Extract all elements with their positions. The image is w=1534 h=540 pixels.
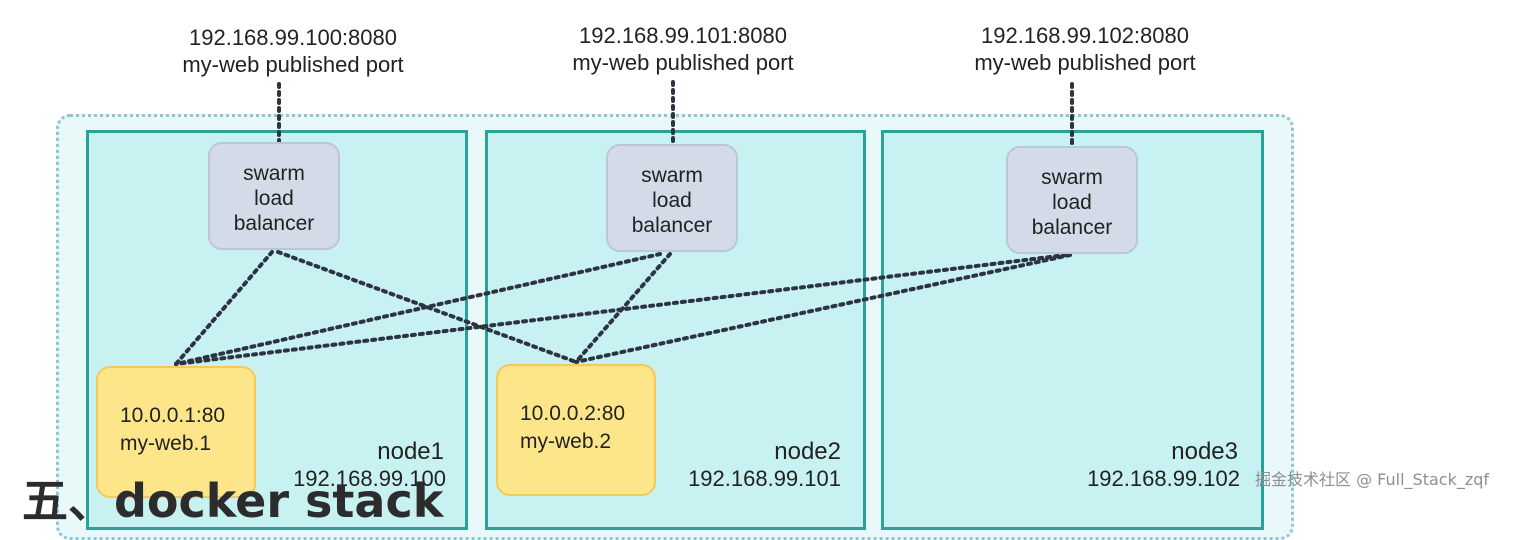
load-balancer-2: swarm load balancer (606, 144, 738, 252)
lb-line2: load (254, 187, 294, 210)
container-name: my-web.2 (520, 430, 612, 453)
connection-lines (174, 80, 1074, 366)
published-port-address: 192.168.99.102:8080 (981, 23, 1189, 48)
lb-line3: balancer (1031, 216, 1113, 239)
container-my-web-1: 10.0.0.1:80 my-web.1 (96, 366, 256, 498)
load-balancer-3: swarm load balancer (1006, 146, 1138, 254)
lb-line2: load (652, 189, 692, 212)
lb-line1: swarm (641, 164, 703, 187)
published-port-caption: my-web published port (572, 50, 794, 75)
section-heading: 五、docker stack (22, 474, 444, 528)
lb2-to-container2 (574, 252, 672, 364)
published-port-label-2: 192.168.99.101:8080 my-web published por… (523, 22, 843, 76)
lb-line3: balancer (233, 212, 315, 235)
lb-line1: swarm (243, 162, 305, 185)
lb-line3: balancer (631, 214, 713, 237)
node-3-name: node3 (1171, 438, 1238, 465)
lb-line1: swarm (1041, 166, 1103, 189)
lb3-to-container1 (174, 253, 1068, 366)
published-port-label-3: 192.168.99.102:8080 my-web published por… (925, 22, 1245, 76)
container-address: 10.0.0.1:80 (120, 404, 226, 427)
watermark: 掘金技术社区 @ Full_Stack_zqf (1255, 470, 1490, 489)
lb-line2: load (1052, 191, 1092, 214)
container-address: 10.0.0.2:80 (520, 402, 626, 425)
node-1-name: node1 (377, 438, 444, 465)
published-port-address: 192.168.99.101:8080 (579, 23, 787, 48)
load-balancer-1: swarm load balancer (208, 142, 340, 250)
node-2-ip: 192.168.99.101 (688, 466, 841, 491)
lb1-to-container1 (174, 250, 274, 366)
published-port-caption: my-web published port (974, 50, 1196, 75)
node-2-name: node2 (774, 438, 841, 465)
lb3-to-container2 (574, 253, 1072, 364)
container-name: my-web.1 (120, 432, 212, 455)
container-my-web-2: 10.0.0.2:80 my-web.2 (496, 364, 656, 496)
published-port-caption: my-web published port (182, 52, 404, 77)
node-3-ip: 192.168.99.102 (1087, 466, 1240, 491)
published-port-address: 192.168.99.100:8080 (189, 25, 397, 50)
lb2-to-container1 (174, 252, 662, 366)
published-port-label-1: 192.168.99.100:8080 my-web published por… (133, 24, 453, 78)
node-1-ip: 192.168.99.100 (293, 466, 446, 491)
